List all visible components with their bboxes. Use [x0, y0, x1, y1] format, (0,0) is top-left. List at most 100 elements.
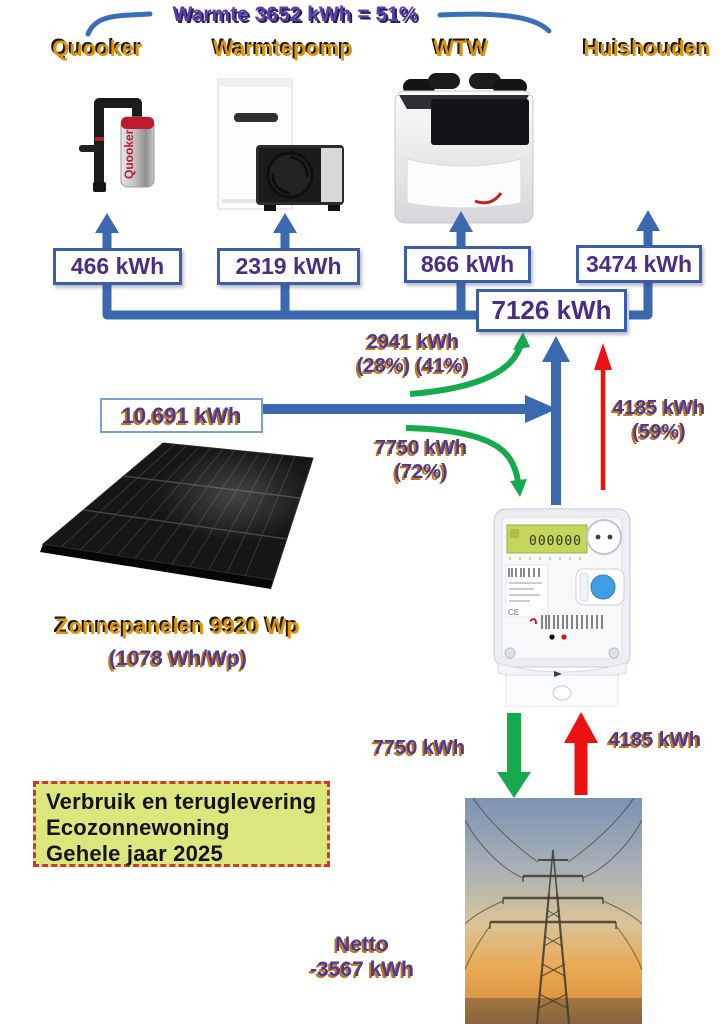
wtw-unit-image — [394, 73, 534, 224]
export-lower-arrow — [497, 713, 531, 798]
solar-panel-photo — [30, 417, 327, 608]
meter-lcd-ticks — [509, 557, 581, 560]
note-import-upper: 4185 kWh (59%) — [598, 397, 720, 444]
info-line-3: Gehele jaar 2025 — [46, 841, 223, 866]
pylon-structure — [489, 849, 617, 1024]
import-upper-head — [594, 343, 612, 370]
heatpump-image — [217, 78, 344, 211]
info-line-2: Ecozonnewoning — [46, 815, 230, 840]
net-label: Netto — [335, 933, 389, 956]
solar-panel-label: Zonnepanelen 9920 Wp — [55, 614, 300, 639]
meter-screw-left — [504, 647, 516, 659]
smart-meter-photo: 000000 CE — [490, 503, 634, 708]
solar-production-arrow — [263, 395, 557, 423]
outdoor-unit — [256, 145, 344, 211]
note-export-upper: 7750 kWh (72%) — [360, 437, 482, 484]
huishouden-arrow-head — [636, 210, 660, 231]
tap-handle — [79, 145, 101, 152]
solar-yield-label: (1078 Wh/Wp) — [109, 647, 247, 670]
self-consumed-arrow — [409, 332, 530, 397]
label-text-lines — [509, 582, 542, 602]
outdoor-side-panel — [321, 148, 342, 202]
sunset-sky — [465, 798, 642, 1024]
note-import-lower: 4185 kWh — [608, 729, 702, 751]
meter-screw-right — [608, 647, 620, 659]
note-self-consumed: 2941 kWh (28%) (41%) — [343, 331, 483, 378]
net-result-label: Netto -3567 kWh — [298, 933, 426, 983]
import-lower-head — [564, 712, 598, 743]
wtw-photo — [373, 63, 555, 233]
value-box-solar-production: 10.691 kWh — [100, 398, 263, 433]
note-export-upper-value: 7750 kWh — [374, 437, 468, 459]
quooker-arrow-head — [95, 213, 119, 233]
quooker-photo: Quooker — [49, 79, 160, 200]
meter-optical-port — [586, 519, 622, 555]
solar-arrow-head — [525, 395, 557, 423]
port-dot-left — [595, 534, 601, 540]
wtw-arrow-head — [449, 211, 473, 232]
meter-lcd-icon — [510, 529, 519, 538]
wtw-front-glass — [431, 99, 529, 145]
import-lower-arrow — [564, 712, 598, 795]
wtw-front-lower — [406, 158, 522, 209]
panel-sheen — [155, 447, 315, 543]
value-box-quooker: 466 kWh — [53, 248, 182, 285]
self-consumed-head — [513, 332, 530, 350]
info-line-1: Verbruik en teruglevering — [46, 789, 317, 814]
column-label-huishouden: Huishouden — [583, 36, 711, 61]
terminal-knob — [552, 685, 572, 701]
warmte-brace — [85, 11, 552, 37]
meter-lcd-digits: 000000 — [529, 534, 582, 549]
panel-edge-bottom — [40, 544, 273, 589]
tap-pipe — [94, 98, 142, 189]
power-lines — [464, 797, 643, 971]
column-label-wtw: WTW — [433, 36, 489, 61]
note-import-upper-pct: (59%) — [632, 420, 686, 443]
note-self-consumed-pct: (28%) (41%) — [356, 354, 470, 377]
net-value: -3567 kWh — [310, 957, 414, 981]
value-box-warmtepomp: 2319 kWh — [217, 248, 360, 285]
column-label-warmtepomp: Warmtepomp — [213, 36, 353, 61]
value-box-wtw: 866 kWh — [404, 246, 531, 283]
meter-brand-mark — [529, 618, 537, 625]
cylinder-red-band — [121, 117, 154, 129]
meter-lcd — [506, 524, 588, 554]
outdoor-foot-left — [264, 205, 276, 211]
module-latch — [579, 572, 589, 602]
power-pylon-image — [464, 797, 643, 1024]
distribution-bus — [102, 278, 653, 320]
fan-blades — [271, 155, 309, 195]
warmtepomp-arrow-head — [273, 213, 297, 233]
value-box-total-consumption: 7126 kWh — [476, 289, 627, 332]
note-import-upper-value: 4185 kWh — [612, 397, 706, 419]
tap-base — [93, 182, 106, 192]
pulse-led-red — [561, 634, 567, 640]
indoor-vent — [222, 199, 288, 203]
pylon-photo — [464, 797, 643, 1024]
meter-seal — [554, 671, 562, 677]
consumption-riser-arrow — [542, 336, 570, 505]
export-upper-head — [510, 479, 527, 497]
pulse-led-dark — [549, 634, 555, 640]
grid-import-upper-arrow — [594, 343, 612, 490]
indoor-display — [234, 113, 278, 122]
quooker-tap-image: Quooker — [79, 98, 155, 192]
smart-meter-image: 000000 CE — [493, 508, 631, 708]
warmtepomp-photo — [208, 73, 355, 217]
tap-red-ring — [95, 137, 104, 141]
fan-circle — [266, 151, 314, 199]
export-upper-curve — [405, 425, 521, 483]
export-upper-arrow — [405, 425, 527, 497]
label-barcode — [508, 568, 540, 577]
ce-mark: CE — [508, 608, 519, 617]
info-box: Verbruik en teruglevering Ecozonnewoning… — [33, 781, 330, 867]
fan-3 — [469, 73, 501, 89]
riser-head — [542, 336, 570, 362]
quooker-brand-text: Quooker — [122, 129, 136, 179]
warmte-total-label: Warmte 3652 kWh = 51% — [172, 3, 418, 26]
note-self-consumed-value: 2941 kWh — [366, 331, 460, 353]
note-export-lower: 7750 kWh — [372, 737, 466, 759]
column-label-quooker: Quooker — [52, 36, 143, 61]
